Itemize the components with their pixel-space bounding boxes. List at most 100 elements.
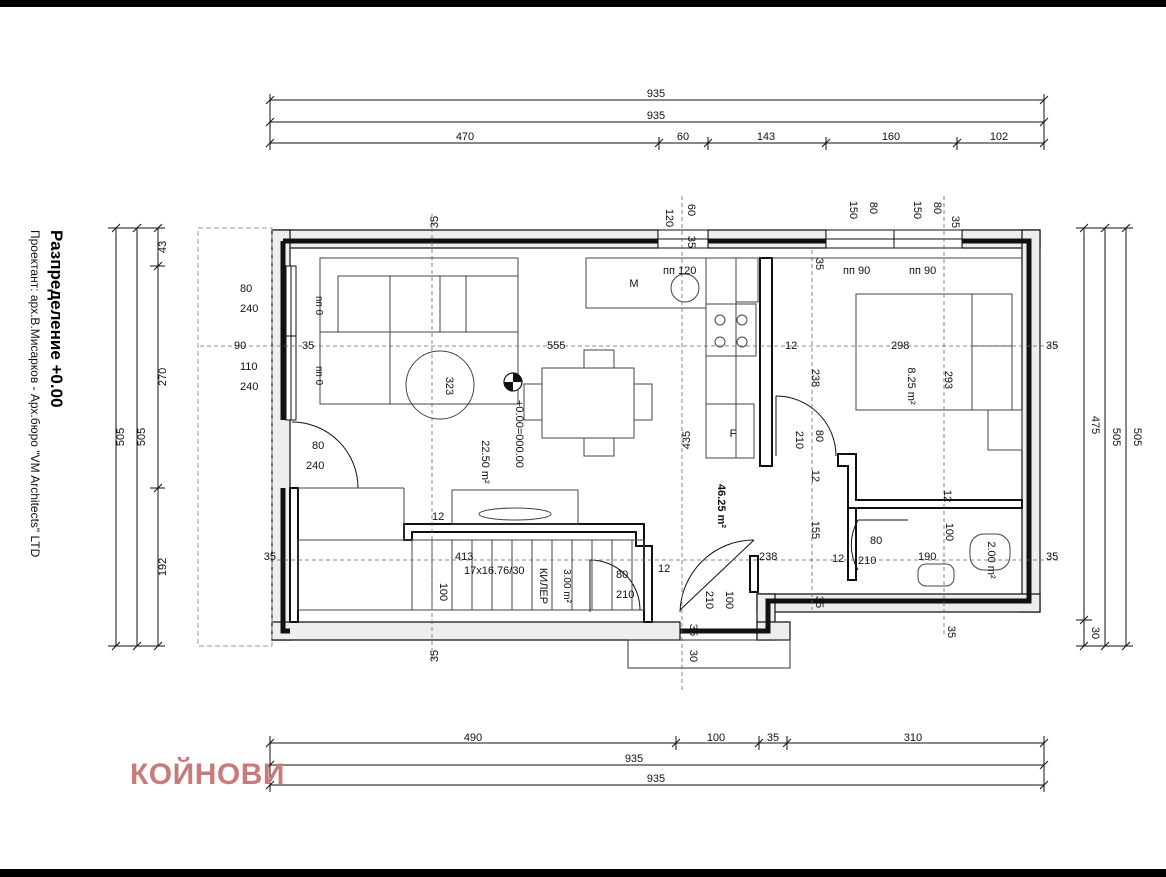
label-35-left: 35 bbox=[302, 340, 314, 352]
washer-label: M bbox=[629, 278, 638, 290]
label-12b: 12 bbox=[809, 470, 821, 482]
storage-name: КИЛЕР bbox=[537, 568, 549, 604]
win-left-2-h: 240 bbox=[240, 381, 258, 393]
label-35-right-2: 35 bbox=[1046, 551, 1058, 563]
dim-left-inner: 505 bbox=[136, 428, 148, 446]
dim-right-seg-2: 30 bbox=[1089, 627, 1101, 639]
dim-left-seg-3: 192 bbox=[157, 558, 169, 576]
win-kitchen-w: 60 bbox=[685, 204, 697, 216]
bottom-black-bar bbox=[0, 869, 1166, 877]
bedroom-area: 8.25 m² bbox=[905, 367, 917, 405]
watermark-logo: КОЙНОВИ bbox=[130, 758, 285, 791]
top-windows bbox=[657, 229, 963, 249]
door-hall-h: 210 bbox=[703, 591, 715, 609]
left-windows bbox=[285, 265, 297, 421]
label-435: 435 bbox=[681, 431, 693, 449]
rug-diameter: 323 bbox=[443, 377, 455, 395]
bed-width: 298 bbox=[891, 340, 909, 352]
doors bbox=[291, 395, 908, 613]
dim-top-seg-1: 470 bbox=[456, 131, 474, 143]
dim-left-seg-1: 43 bbox=[157, 241, 169, 253]
label-90: 90 bbox=[234, 340, 246, 352]
dim-top-overall-1: 935 bbox=[647, 88, 665, 100]
dim-top-seg-2: 60 bbox=[677, 131, 689, 143]
plan-title: Разпределение +0.00 bbox=[47, 230, 66, 408]
living-area: 22.50 m² bbox=[479, 440, 491, 484]
label-35-right: 35 bbox=[1046, 340, 1058, 352]
label-35-left-2: 35 bbox=[264, 551, 276, 563]
door-hall-w: 100 bbox=[723, 591, 735, 609]
win-left-2-w: 110 bbox=[240, 361, 258, 373]
win-bed-1-h: 80 bbox=[867, 202, 879, 214]
label-35-bed: 35 bbox=[949, 216, 961, 228]
exterior-walls bbox=[271, 229, 1041, 641]
door-bath-w: 80 bbox=[870, 535, 882, 547]
fridge-label: F bbox=[730, 428, 737, 440]
win-bed-1-w: 150 bbox=[847, 201, 859, 219]
label-100b: 100 bbox=[943, 523, 955, 541]
hall-area: 46.25 m² bbox=[715, 484, 727, 528]
interior-walls bbox=[289, 257, 1023, 623]
win-kitchen-sill: пп 120 bbox=[663, 265, 696, 277]
dim-top-seg-5: 102 bbox=[990, 131, 1008, 143]
guide-lines bbox=[200, 196, 1060, 690]
door-bed-h: 210 bbox=[793, 431, 805, 449]
dim-right-seg-1: 475 bbox=[1089, 416, 1101, 434]
label-35-top: 35 bbox=[429, 216, 441, 228]
dim-top-seg-3: 143 bbox=[757, 131, 775, 143]
label-12-bath: 12 bbox=[832, 553, 844, 565]
win-bed-2-w: 150 bbox=[911, 201, 923, 219]
right-dimensions bbox=[1076, 223, 1133, 651]
win-bed-1-sill: пп 90 bbox=[843, 265, 870, 277]
win-bed-2-sill: пп 90 bbox=[909, 265, 936, 277]
designer-credit: Проектант: арх.В.Мисарков - Арх.бюро "VM… bbox=[28, 230, 42, 558]
dim-left-seg-2: 270 bbox=[157, 368, 169, 386]
label-35-bottom: 35 bbox=[687, 624, 699, 636]
dim-right-outer: 505 bbox=[1131, 428, 1143, 446]
label-238: 238 bbox=[809, 369, 821, 387]
top-dimensions bbox=[265, 94, 1049, 150]
label-100-stair: 100 bbox=[437, 583, 449, 601]
bed-height: 293 bbox=[942, 371, 954, 389]
level-value: +0.00=000.00 bbox=[513, 400, 525, 468]
win-left-2-sill: пп 0 bbox=[313, 366, 324, 386]
dim-bottom-seg-1: 490 bbox=[464, 732, 482, 744]
win-kitchen-h: 120 bbox=[663, 209, 675, 227]
door-bed-w: 80 bbox=[813, 430, 825, 442]
dim-bottom-overall-1: 935 bbox=[625, 753, 643, 765]
dim-top-seg-4: 160 bbox=[882, 131, 900, 143]
label-12c: 12 bbox=[941, 490, 953, 502]
label-12-stair: 12 bbox=[432, 511, 444, 523]
label-238b: 238 bbox=[759, 551, 777, 563]
dim-right-inner: 505 bbox=[1110, 428, 1122, 446]
dim-top-overall-2: 935 bbox=[647, 110, 665, 122]
dim-bottom-seg-3: 35 bbox=[767, 732, 779, 744]
bath-area: 2.00 m² bbox=[985, 541, 997, 579]
label-35-stair-bottom: 35 bbox=[429, 650, 441, 662]
stairs-spec: 17x16.76/30 bbox=[464, 565, 525, 577]
win-left-1-w: 80 bbox=[240, 283, 252, 295]
label-12a: 12 bbox=[785, 340, 797, 352]
top-black-bar bbox=[0, 0, 1166, 7]
storage-area: 3.00 m² bbox=[561, 569, 572, 604]
win-left-1-h: 240 bbox=[240, 303, 258, 315]
entry-step bbox=[627, 639, 791, 669]
label-155: 155 bbox=[809, 521, 821, 539]
label-30-bottom: 30 bbox=[687, 650, 699, 662]
door-entry-w: 80 bbox=[312, 440, 324, 452]
label-555: 555 bbox=[547, 340, 565, 352]
door-storage-h: 210 bbox=[616, 589, 634, 601]
door-bath-h: 210 bbox=[858, 555, 876, 567]
plan-title-block: Разпределение +0.00 bbox=[46, 230, 66, 408]
win-left-1-sill: пп 0 bbox=[313, 296, 324, 316]
dim-bottom-seg-2: 100 bbox=[707, 732, 725, 744]
label-35-kitchen: 35 bbox=[685, 236, 697, 248]
label-190: 190 bbox=[918, 551, 936, 563]
win-bed-2-h: 80 bbox=[931, 202, 943, 214]
label-12-storage: 12 bbox=[658, 563, 670, 575]
stairs-length: 413 bbox=[455, 551, 473, 563]
level-marker bbox=[503, 372, 523, 392]
label-35-bath: 35 bbox=[813, 258, 825, 270]
